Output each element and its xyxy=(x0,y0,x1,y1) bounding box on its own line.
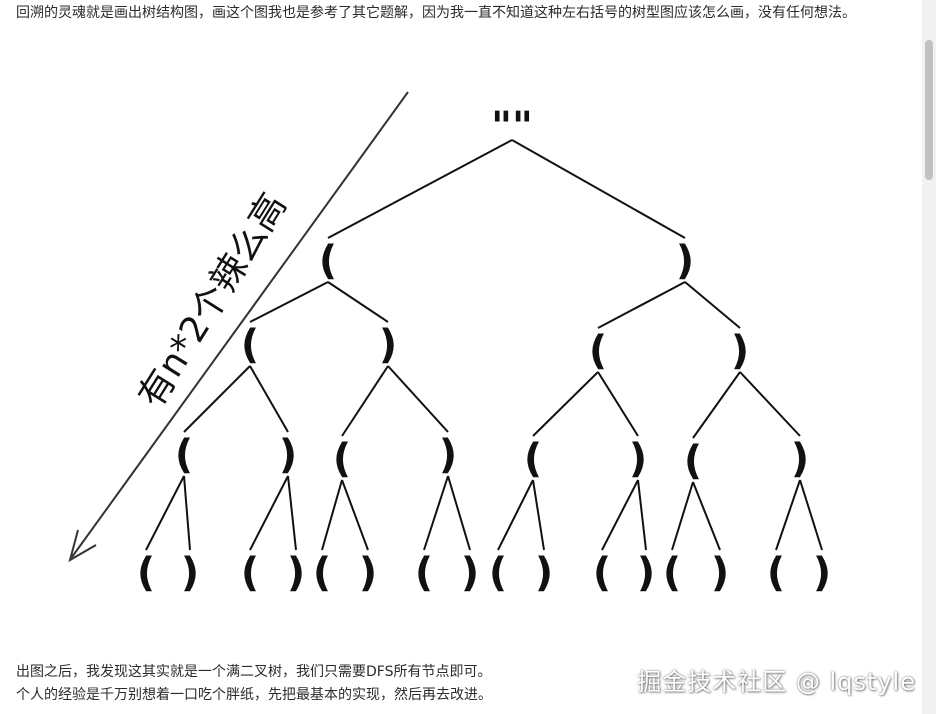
bracket-node: ) xyxy=(535,550,553,596)
bracket-node: ) xyxy=(279,432,297,478)
tree-edge xyxy=(249,365,289,433)
bracket-node: ( xyxy=(241,322,259,368)
bracket-node: ( xyxy=(241,550,259,596)
tree-edge xyxy=(532,371,599,437)
intro-paragraph: 回溯的灵魂就是画出树结构图，画这个图我也是参考了其它题解，因为我一直不知道这种左… xyxy=(16,5,856,21)
tree-edge xyxy=(799,479,823,551)
height-arrow-head xyxy=(68,529,97,563)
tree-edge xyxy=(532,479,545,551)
tree-edge xyxy=(692,371,741,439)
outro-line-1: 出图之后，我发现这其实就是一个满二叉树，我们只需要DFS所有节点即可。 xyxy=(16,664,492,680)
tree-edge xyxy=(341,479,369,551)
tree-edge xyxy=(597,371,639,437)
tree-edge xyxy=(739,371,801,437)
bracket-node: ( xyxy=(175,432,193,478)
tree-edge xyxy=(775,479,801,551)
scrollbar[interactable] xyxy=(922,0,936,714)
bracket-node: ) xyxy=(731,328,749,374)
bracket-node: ( xyxy=(663,550,681,596)
bracket-node: ( xyxy=(684,438,702,484)
bracket-node: ) xyxy=(813,550,831,596)
bracket-node: ) xyxy=(181,550,199,596)
tree-edge xyxy=(684,281,741,329)
bracket-node: ) xyxy=(629,436,647,482)
outro-paragraph: 出图之后，我发现这其实就是一个满二叉树，我们只需要DFS所有节点即可。 个人的经… xyxy=(16,661,636,707)
tree-height-label: 有n*2个辣么高 xyxy=(131,186,295,414)
bracket-node: ) xyxy=(379,322,397,368)
bracket-node: ) xyxy=(791,436,809,482)
watermark: 掘金技术社区 @ lqstyle xyxy=(637,668,916,696)
bracket-node: ( xyxy=(524,436,542,482)
tree-edge xyxy=(447,475,471,551)
tree-edge xyxy=(321,479,343,551)
bracket-node: ) xyxy=(637,550,655,596)
scrollbar-thumb[interactable] xyxy=(925,40,933,180)
root-node: "" xyxy=(491,104,533,150)
height-arrow-line xyxy=(71,91,409,558)
bracket-node: ( xyxy=(489,550,507,596)
tree-edge xyxy=(601,479,639,551)
bracket-node: ( xyxy=(319,238,337,284)
bracket-node: ( xyxy=(313,550,331,596)
tree-edge xyxy=(597,281,686,329)
tree-edge xyxy=(327,139,513,239)
bracket-node: ) xyxy=(359,550,377,596)
bracket-node: ( xyxy=(415,550,433,596)
tree-edge xyxy=(249,281,329,323)
tree-edge xyxy=(671,481,694,551)
tree-edge xyxy=(497,479,534,551)
tree-edge xyxy=(145,475,185,551)
tree-edge xyxy=(327,281,389,323)
bracket-node: ( xyxy=(767,550,785,596)
bracket-node: ( xyxy=(593,550,611,596)
tree-edge xyxy=(637,479,647,551)
tree-edge xyxy=(692,481,721,551)
bracket-node: ( xyxy=(589,328,607,374)
tree-edge xyxy=(287,475,297,551)
bracket-node: ( xyxy=(137,550,155,596)
bracket-node: ) xyxy=(461,550,479,596)
tree-edge xyxy=(183,475,191,551)
tree-edge xyxy=(341,365,389,437)
bracket-node: ) xyxy=(711,550,729,596)
tree-edge xyxy=(387,365,449,433)
tree-edge xyxy=(249,475,289,551)
tree-edge xyxy=(511,139,686,239)
outro-line-2: 个人的经验是千万别想着一口吃个胖纸，先把最基本的实现，然后再去改进。 xyxy=(16,687,492,703)
bracket-node: ) xyxy=(287,550,305,596)
tree-edge xyxy=(423,475,449,551)
bracket-tree-diagram: ()()()()()()()()()()()()()()() 有n*2个辣么高 … xyxy=(68,91,831,596)
bracket-node: ) xyxy=(439,432,457,478)
bracket-node: ) xyxy=(676,238,694,284)
tree-edge xyxy=(183,365,251,433)
bracket-node: ( xyxy=(333,436,351,482)
